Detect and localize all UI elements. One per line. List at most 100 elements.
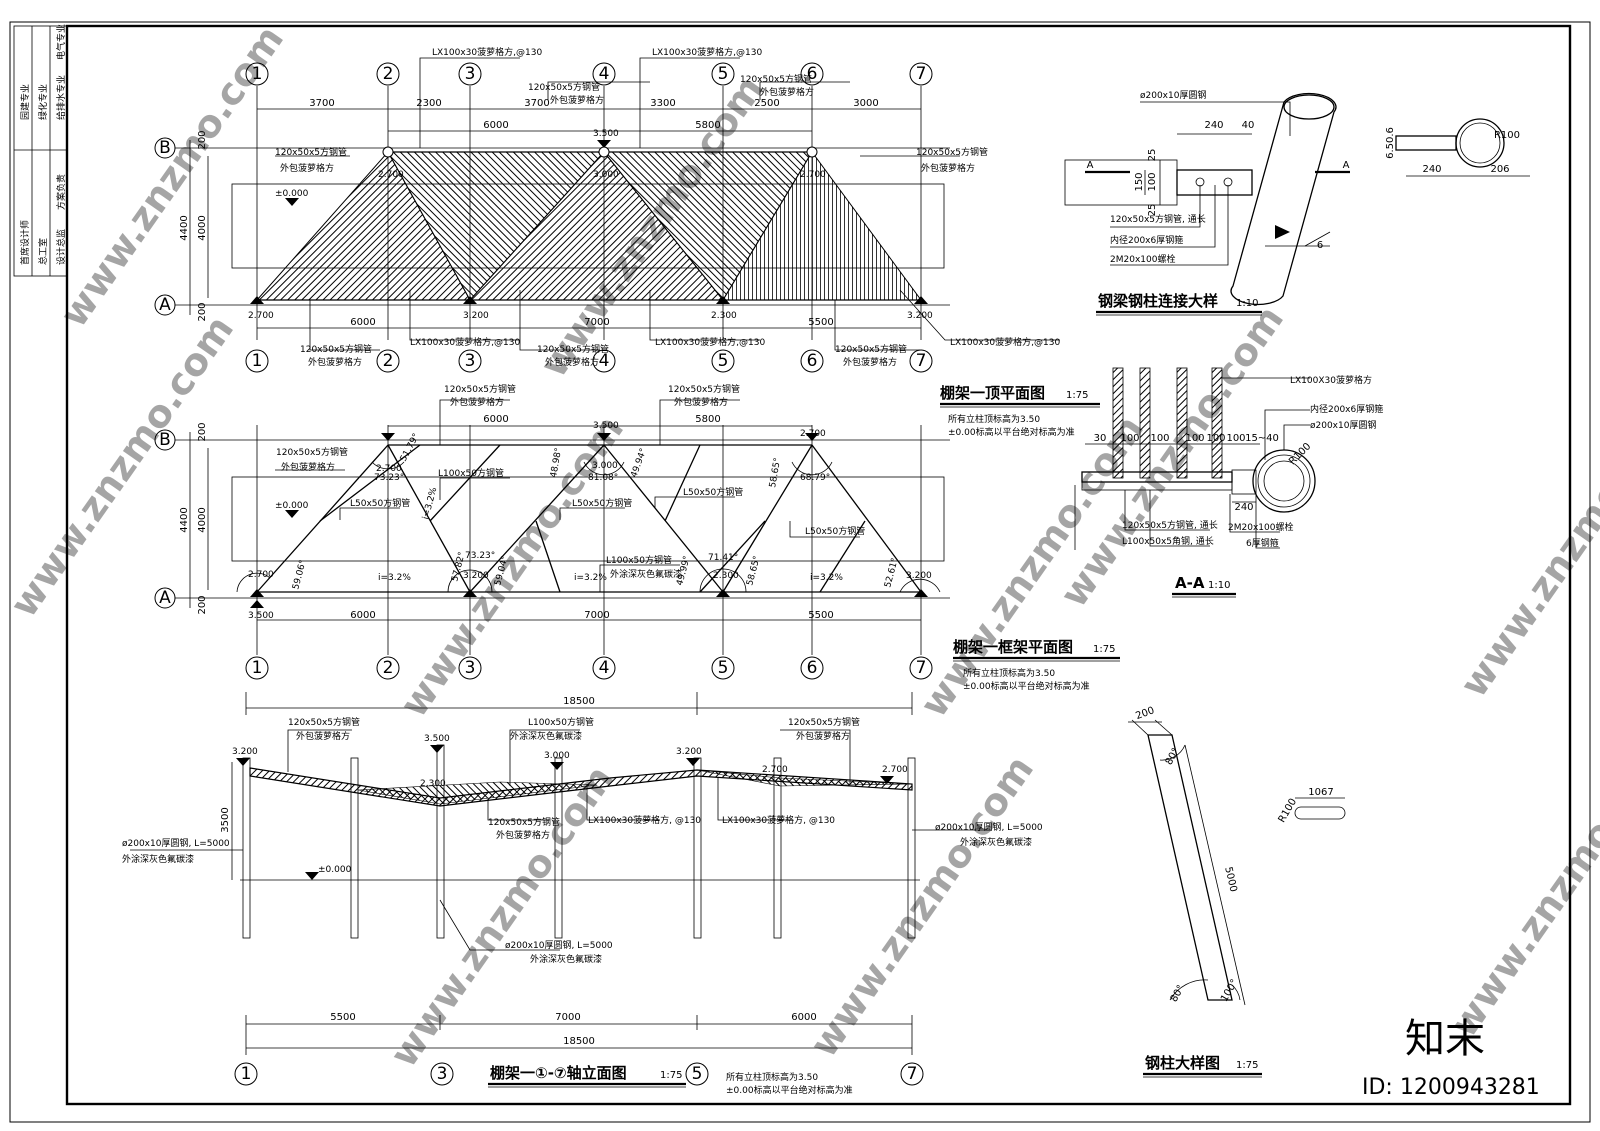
- annotation: LX100x30菠萝格方, @130: [722, 814, 835, 826]
- annotation: 外包菠萝格方: [281, 461, 335, 473]
- annotation: 120x50x5方钢管: [668, 383, 740, 395]
- elevation-mark: 2.700: [248, 311, 274, 321]
- axis-label: 3: [465, 351, 476, 371]
- annotation: 外涂深灰色氟碳漆: [510, 730, 582, 742]
- elevation-mark: 3.500: [248, 611, 274, 621]
- angle-label: 71.41°: [708, 553, 738, 563]
- zero-level: ±0.000: [275, 189, 309, 199]
- axis-label: 6: [807, 658, 818, 678]
- annotation: 120x50x5方钢管: [276, 446, 348, 458]
- annotation: 外包菠萝格方: [280, 162, 334, 174]
- slope-label: i=3.2%: [378, 573, 411, 583]
- drawing-scale: 1:10: [1208, 580, 1230, 591]
- dimension: 30: [1094, 433, 1107, 444]
- drawing-scale: 1:75: [1093, 644, 1115, 655]
- annotation: L50x50方钢管: [683, 486, 743, 498]
- elevation-mark: 3.500: [593, 129, 619, 139]
- annotation: 外包菠萝格方: [450, 396, 504, 408]
- axis-label: 2: [383, 658, 394, 678]
- roof-profile: [357, 781, 598, 805]
- beam-column-detail: ø200x10厚圆钢 240 40 25 150 100 25 6 120x50…: [1064, 89, 1530, 316]
- title-block: 园建专业 绿化专业 给排水专业 电气专业 首席设计师 总工室 设计总监 方案负责: [13, 24, 68, 277]
- annotation: 6厚钢箍: [1246, 537, 1279, 549]
- annotation: 120x50x5方钢管: [300, 343, 372, 355]
- angle-label: 51.79°: [399, 432, 422, 463]
- annotation: LX100x30菠萝格方,@130: [410, 336, 520, 348]
- axis-label: 2: [383, 64, 394, 84]
- dimension: 5500: [808, 317, 833, 328]
- dimension: 7000: [584, 610, 609, 621]
- elevation-mark: 2.700: [376, 464, 402, 474]
- dimension: 80°: [1169, 983, 1187, 1004]
- dimension: 3700: [524, 98, 549, 109]
- dimension: 18500: [563, 696, 595, 707]
- title-block-text-3: 给排水专业: [55, 75, 67, 120]
- annotation: 120x50x5方钢管: [537, 343, 609, 355]
- dimension: 200: [197, 595, 208, 614]
- watermark-id: ID: 1200943281: [1362, 1075, 1540, 1100]
- annotation: 2M20x100螺栓: [1110, 253, 1175, 265]
- dimension: 200: [1134, 705, 1156, 722]
- dimension: 4400: [179, 215, 190, 240]
- axis-label: 4: [599, 64, 610, 84]
- elevation-mark: 3.000: [544, 751, 570, 761]
- dimension: 200: [197, 302, 208, 321]
- elevation-mark: 3.200: [676, 747, 702, 757]
- axis-label: 3: [465, 658, 476, 678]
- angle-label: 73.23°: [465, 551, 495, 561]
- dimension: 100: [1150, 433, 1169, 444]
- axis-label: A: [159, 295, 171, 315]
- dimension: 6000: [483, 414, 508, 425]
- dimension: 4000: [197, 215, 208, 240]
- angle-label: 49.94°: [629, 447, 649, 479]
- annotation: 120x50x5方钢管: [788, 716, 860, 728]
- annotation: ø200x10厚圆钢, L=5000: [122, 837, 230, 849]
- dimension: 2300: [416, 98, 441, 109]
- annotation: 120x50x5方钢管: [444, 383, 516, 395]
- annotation: 外涂深灰色氟碳漆: [960, 836, 1032, 848]
- slope-label: i=3.2%: [810, 573, 843, 583]
- dimension: 200: [197, 422, 208, 441]
- title-block-text-2: 绿化专业: [37, 84, 49, 120]
- dimension: 6000: [350, 317, 375, 328]
- annotation: 外包菠萝格方: [921, 162, 975, 174]
- dimension: 100: [1226, 433, 1245, 444]
- dimension: 240: [1204, 120, 1223, 131]
- elevation-mark: 2.700: [762, 765, 788, 775]
- elevation-mark: 2.700: [800, 429, 826, 439]
- dimension: 240: [1234, 502, 1253, 513]
- axis-label: 7: [907, 1064, 918, 1084]
- annotation: LX100x30菠萝格方,@130: [652, 46, 762, 58]
- watermark-text: www.znzmo.com: [51, 18, 292, 336]
- angle-label: 52.61°: [883, 557, 900, 589]
- dimension: 7000: [584, 317, 609, 328]
- annotation: L100x50方钢管: [438, 467, 504, 479]
- elevation-mark: 2.700: [248, 570, 274, 580]
- axis-label: B: [159, 138, 171, 158]
- axis-label: 1: [241, 1064, 252, 1084]
- annotation: 120x50x5方钢管: [740, 73, 812, 85]
- annotation: L50x50方钢管: [350, 497, 410, 509]
- watermark-text: www.znzmo.com: [1441, 728, 1600, 1046]
- annotation: ø200x10厚圆钢: [1310, 419, 1376, 431]
- dimension: 6000: [791, 1012, 816, 1023]
- axis-label: B: [159, 430, 171, 450]
- axis-label: 7: [916, 64, 927, 84]
- annotation: ø200x10厚圆钢, L=5000: [505, 939, 613, 951]
- drawing-note: 所有立柱顶标高为3.50: [726, 1071, 818, 1083]
- elevation-mark: 2.700: [378, 170, 404, 180]
- drawing-title: 棚架一框架平面图: [953, 638, 1073, 656]
- dimension: 5800: [695, 414, 720, 425]
- axis-label: 4: [599, 351, 610, 371]
- roof-profile: [696, 769, 913, 787]
- dimension: 100: [1206, 433, 1225, 444]
- slope-label: i=3.2%: [421, 486, 439, 521]
- annotation: 外涂深灰色氟碳漆: [610, 568, 682, 580]
- dimension: 5500: [330, 1012, 355, 1023]
- angle-label: 68.79°: [800, 473, 830, 483]
- drawing-note: ±0.00标高以平台绝对标高为准: [726, 1084, 853, 1096]
- frame-plan: 6000 5800 6000 7000 5500 200 4400 4000 2…: [154, 383, 1120, 692]
- annotation: 外涂深灰色氟碳漆: [122, 853, 194, 865]
- elevation-mark: 2.700: [882, 765, 908, 775]
- annotation: LX100x30菠萝格方, @130: [588, 814, 701, 826]
